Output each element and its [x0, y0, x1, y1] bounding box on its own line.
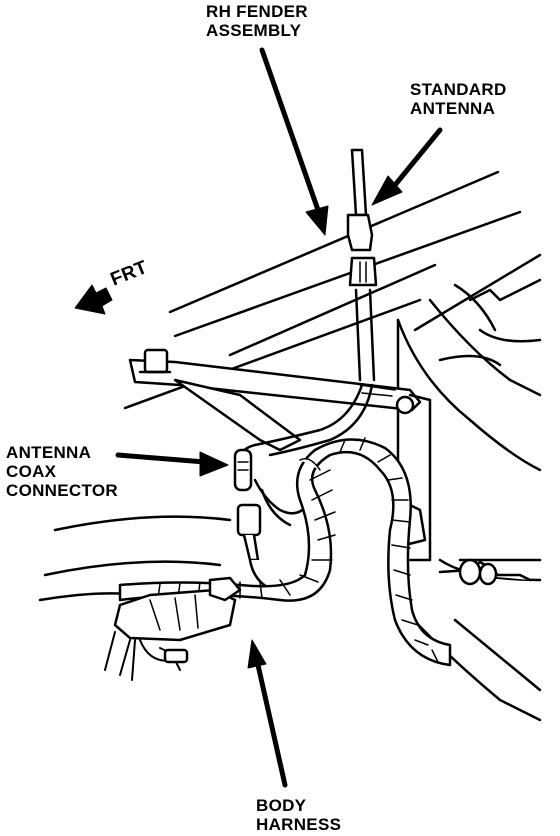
arrow-standard-antenna	[371, 127, 443, 206]
label-standard-antenna: STANDARD ANTENNA	[410, 80, 507, 118]
arrow-body-harness	[247, 639, 288, 788]
label-antenna-coax-connector: ANTENNA COAX CONNECTOR	[6, 443, 118, 500]
front-direction-arrow	[74, 284, 113, 315]
mounting-bracket	[128, 348, 422, 452]
arrow-coax-connector	[115, 451, 229, 477]
harness-connector	[104, 576, 242, 681]
label-rh-fender-assembly: RH FENDER ASSEMBLY	[206, 2, 308, 40]
grommet-fitting	[438, 558, 532, 586]
antenna-mast	[346, 148, 378, 382]
body-panel-lines	[393, 278, 542, 722]
leader-arrows	[115, 47, 443, 788]
label-body-harness: BODY HARNESS	[256, 796, 342, 834]
arrow-rh-fender	[259, 47, 329, 236]
